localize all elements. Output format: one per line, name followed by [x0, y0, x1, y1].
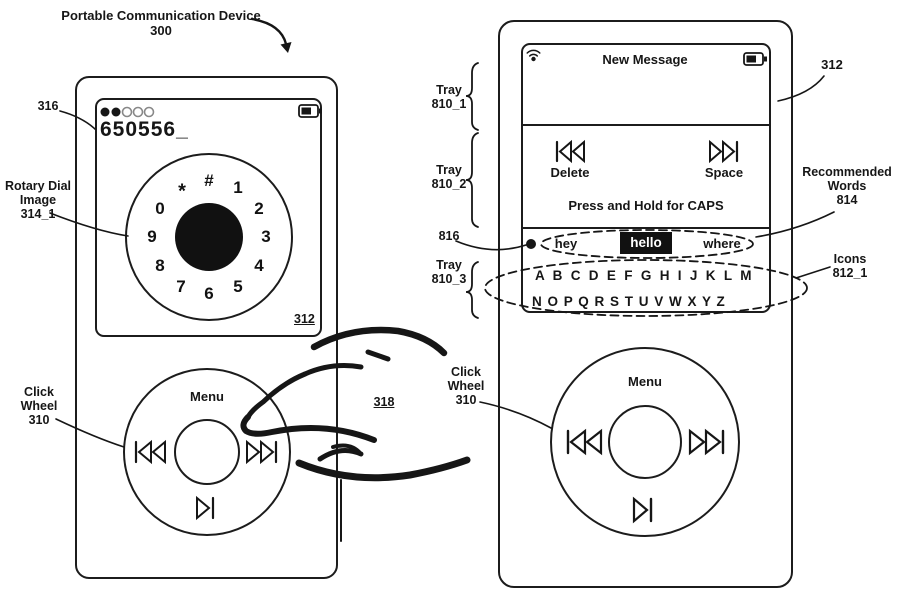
dial-key-star[interactable]: *: [178, 180, 186, 203]
callout-316: 316: [37, 99, 59, 113]
leader-816: [455, 240, 527, 251]
figure-ref-300: 300: [150, 23, 172, 38]
screen-title: New Message: [602, 52, 688, 67]
figure-title: Portable Communication Device 300: [58, 8, 264, 38]
leader-click-wheel-left: [55, 418, 125, 448]
space-key-icon[interactable]: [709, 139, 739, 164]
previous-track-icon[interactable]: [134, 439, 166, 465]
word-suggestion-hello-selected[interactable]: hello: [620, 232, 672, 254]
leader-icons: [795, 266, 831, 279]
battery-icon: [298, 104, 322, 118]
space-key-label[interactable]: Space: [704, 165, 744, 180]
brace-tray-810-1: [465, 62, 479, 131]
leader-314-1: [49, 212, 129, 237]
next-track-icon[interactable]: [688, 428, 725, 456]
next-track-icon[interactable]: [246, 439, 278, 465]
word-tray-bullet: [526, 239, 536, 249]
caps-hint: Press and Hold for CAPS: [568, 198, 724, 213]
callout-318-hand: 318: [373, 395, 395, 409]
leader-recommended-words: [755, 211, 835, 238]
callout-816: 816: [438, 229, 460, 243]
tray-divider-1: [523, 124, 769, 126]
brace-tray-810-2: [465, 132, 479, 228]
callout-tray-810-3: Tray 810_3: [431, 258, 467, 286]
left-screen-ref-312: 312: [294, 312, 315, 326]
letter-icons-ellipse: [484, 259, 808, 317]
callout-left-click-wheel: Click Wheel 310: [20, 385, 58, 427]
dial-key-7[interactable]: 7: [176, 277, 186, 296]
dial-key-5[interactable]: 5: [233, 277, 243, 296]
dial-key-3[interactable]: 3: [261, 227, 271, 246]
play-pause-icon[interactable]: [632, 496, 653, 524]
play-pause-icon[interactable]: [196, 495, 215, 521]
word-suggestion-where[interactable]: where: [703, 236, 741, 251]
left-wheel-menu-button[interactable]: Menu: [190, 389, 224, 404]
callout-recommended-words: Recommended Words 814: [802, 165, 892, 207]
dial-key-2[interactable]: 2: [254, 199, 264, 218]
battery-icon: [743, 52, 767, 66]
dial-key-8[interactable]: 8: [155, 256, 165, 275]
leader-click-wheel-right: [479, 401, 552, 429]
recommended-words-ellipse: [540, 229, 754, 259]
dial-key-0[interactable]: 0: [155, 199, 165, 218]
previous-track-icon[interactable]: [566, 428, 603, 456]
callout-icons-812-1: Icons 812_1: [832, 252, 868, 280]
title-arrow: [250, 17, 288, 46]
callout-tray-810-2: Tray 810_2: [431, 163, 467, 191]
dial-key-6[interactable]: 6: [204, 284, 214, 303]
dialed-number-display: 650556_: [100, 118, 189, 141]
leader-316: [59, 110, 96, 130]
brace-tray-810-3: [465, 261, 479, 319]
delete-key-label[interactable]: Delete: [550, 165, 590, 180]
leader-312-right: [777, 75, 825, 102]
callout-rotary-dial-image: Rotary Dial Image 314_1: [5, 179, 71, 221]
title-arrowhead: [280, 42, 292, 53]
delete-key-icon[interactable]: [555, 139, 585, 164]
keyboard-letters-row-1[interactable]: A B C D E F G H I J K L M: [535, 268, 754, 283]
right-wheel-menu-button[interactable]: Menu: [628, 374, 662, 389]
figure-title-line: Portable Communication Device: [61, 8, 261, 23]
dial-key-4[interactable]: 4: [254, 256, 264, 275]
dial-key-9[interactable]: 9: [147, 227, 157, 246]
right-click-wheel-center-button[interactable]: [608, 405, 682, 479]
signal-strength-icon: [100, 106, 155, 118]
callout-312-right: 312: [821, 57, 843, 72]
pointing-hand-icon: [240, 326, 471, 542]
word-suggestion-hey[interactable]: hey: [554, 236, 578, 251]
callout-tray-810-1: Tray 810_1: [431, 83, 467, 111]
dial-key-hash[interactable]: #: [204, 171, 214, 190]
callout-right-click-wheel: Click Wheel 310: [447, 365, 485, 407]
left-click-wheel-center-button[interactable]: [174, 419, 240, 485]
right-device-screen: [521, 43, 771, 313]
dial-key-1[interactable]: 1: [233, 178, 243, 197]
tray-divider-2: [523, 227, 769, 229]
rotary-dial-hub: [175, 203, 243, 271]
wifi-icon: [526, 49, 541, 62]
keyboard-letters-row-2[interactable]: N O P Q R S T U V W X Y Z: [532, 294, 726, 309]
